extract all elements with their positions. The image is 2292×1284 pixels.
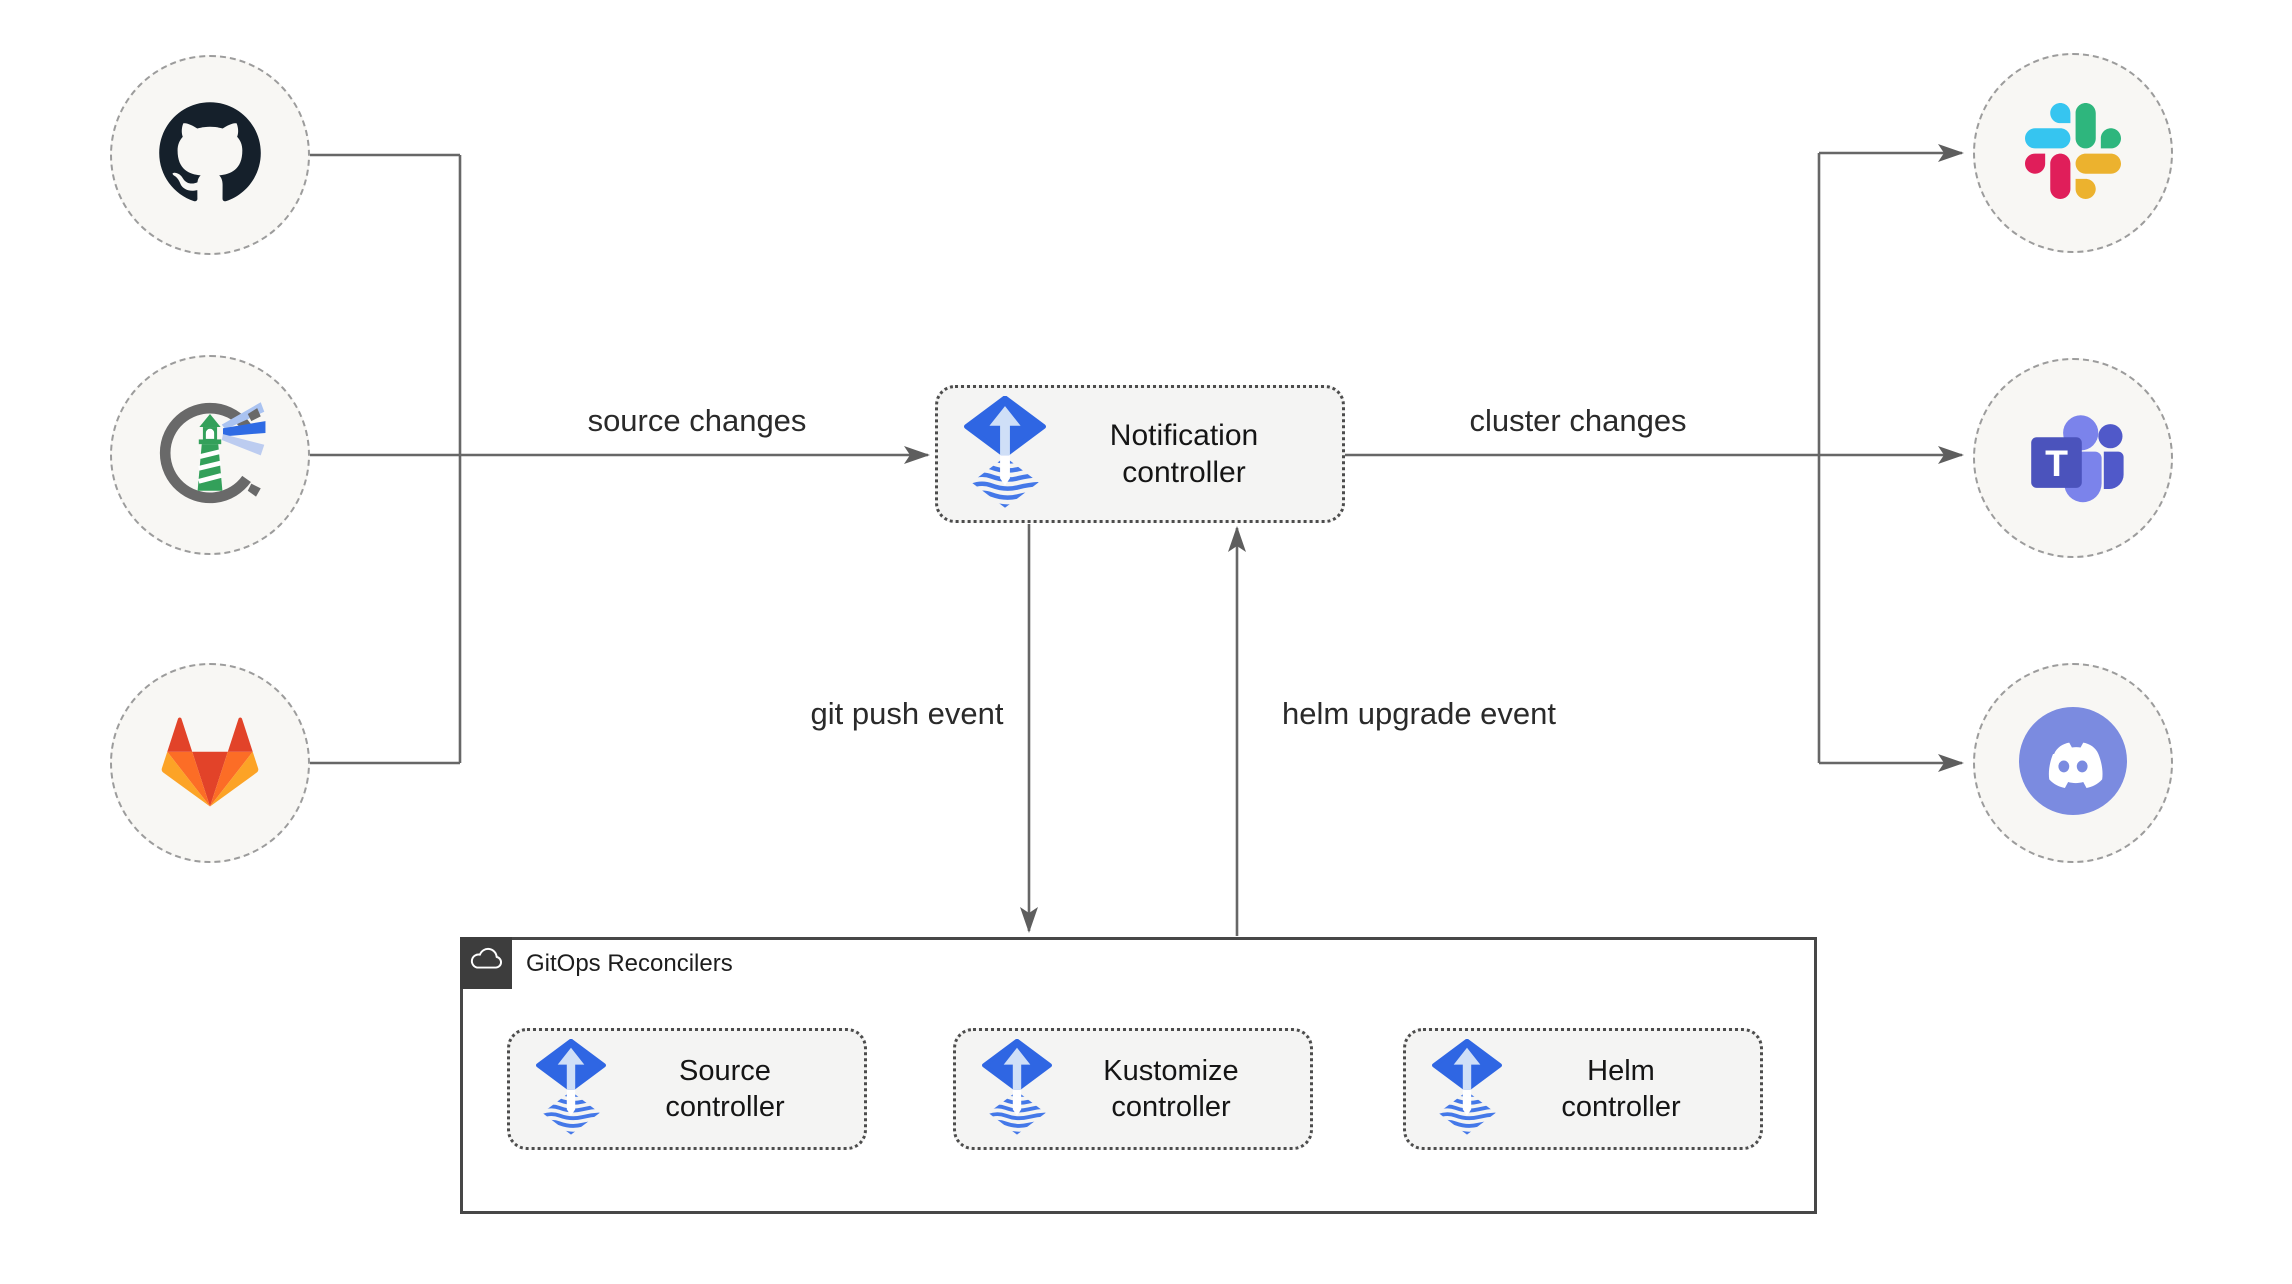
helm-controller-box: Helm controller (1403, 1028, 1763, 1150)
flux-icon (964, 394, 1046, 513)
target-node-slack (1973, 53, 2173, 253)
edge-label-source-changes: source changes (587, 403, 807, 438)
source-node-gitlab (110, 663, 310, 863)
source-node-harbor (110, 355, 310, 555)
kustomize-controller-box: Kustomize controller (953, 1028, 1313, 1150)
notification-controller-box: Notification controller (935, 385, 1345, 523)
flux-icon (1432, 1038, 1502, 1140)
gitops-corner-badge (460, 937, 512, 989)
flux-icon (982, 1038, 1052, 1140)
svg-text:T: T (2045, 441, 2068, 483)
edge-label-git-push-event: git push event (810, 696, 1004, 731)
source-node-github (110, 55, 310, 255)
discord-icon (2019, 706, 2127, 820)
harbor-icon (151, 394, 269, 517)
gitops-reconcilers-title: GitOps Reconcilers (526, 950, 733, 977)
cloud-icon (468, 943, 504, 984)
target-node-teams: T (1973, 358, 2173, 558)
kustomize-controller-label: Kustomize controller (1103, 1055, 1239, 1123)
source-controller-box: Source controller (507, 1028, 867, 1150)
slack-icon (2025, 102, 2121, 204)
gitlab-icon (152, 703, 268, 824)
notification-controller-label: Notification controller (1109, 419, 1259, 489)
microsoft-teams-icon: T (2018, 401, 2128, 516)
source-controller-label: Source controller (665, 1055, 785, 1123)
flux-icon (536, 1038, 606, 1140)
edge-label-cluster-changes: cluster changes (1469, 403, 1687, 438)
edge-label-helm-upgrade-event: helm upgrade event (1281, 696, 1557, 731)
helm-controller-label: Helm controller (1561, 1055, 1681, 1123)
github-icon (157, 100, 263, 211)
target-node-discord (1973, 663, 2173, 863)
